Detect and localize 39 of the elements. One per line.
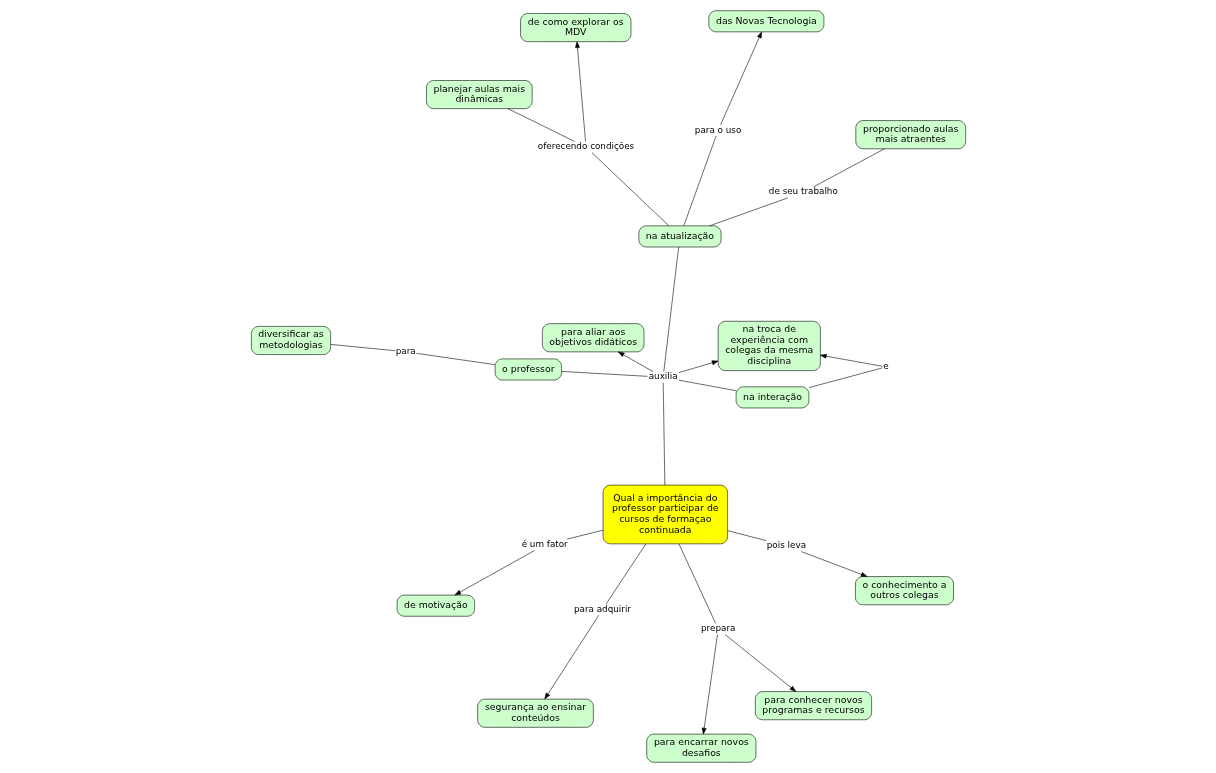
node-box: de motivação (396, 594, 475, 617)
arrow (800, 551, 867, 577)
node-text: para o uso (694, 124, 741, 135)
arrow (701, 634, 718, 735)
node-text: para (395, 345, 416, 356)
node-box: para encarrar novos desafios (645, 733, 756, 763)
node-text: é um fator (521, 538, 568, 549)
node-box: proporcionado aulas mais atraentes (855, 120, 966, 150)
arrow (719, 31, 762, 126)
arrow (454, 550, 535, 596)
connector (708, 197, 788, 227)
node-text: oferecendo condições (537, 141, 634, 152)
node-text: prepara (700, 623, 735, 634)
node-box: o professor (494, 358, 562, 381)
node-box: diversificar as metodologias (250, 326, 331, 355)
arrow (543, 614, 599, 700)
node-box: na interação (735, 386, 809, 409)
node-box: para aliar aos objetivos didáticos (541, 323, 644, 353)
arrow (819, 353, 883, 367)
node-text: para adquirir (573, 603, 631, 614)
node-box: na atualização (638, 225, 721, 248)
node-text: auxilia (648, 371, 678, 382)
connector (591, 152, 669, 227)
connector (507, 108, 575, 142)
arrow (724, 634, 796, 692)
arrow (574, 41, 586, 142)
arrow (678, 360, 718, 373)
node-box: de como explorar os MDV (519, 13, 631, 42)
node-box: Qual a importância do professor participar de cursos de formaçao continuada (602, 484, 728, 545)
arrow (617, 351, 653, 372)
node-box: para conhecer novos programas e recursos (754, 691, 872, 721)
node-text: e (882, 360, 889, 371)
node-box: planejar aulas mais dinâmicas (425, 80, 532, 109)
node-box: segurança ao ensinar conteúdos (476, 698, 594, 728)
node-text: de seu trabalho (768, 186, 838, 197)
node-box: na troca de experiência com colegas da mesma disciplina (717, 321, 821, 371)
node-box: das Novas Tecnologia (708, 10, 824, 33)
node-text: pois leva (766, 539, 806, 550)
node-box: o conhecimento a outros colegas (854, 576, 954, 606)
